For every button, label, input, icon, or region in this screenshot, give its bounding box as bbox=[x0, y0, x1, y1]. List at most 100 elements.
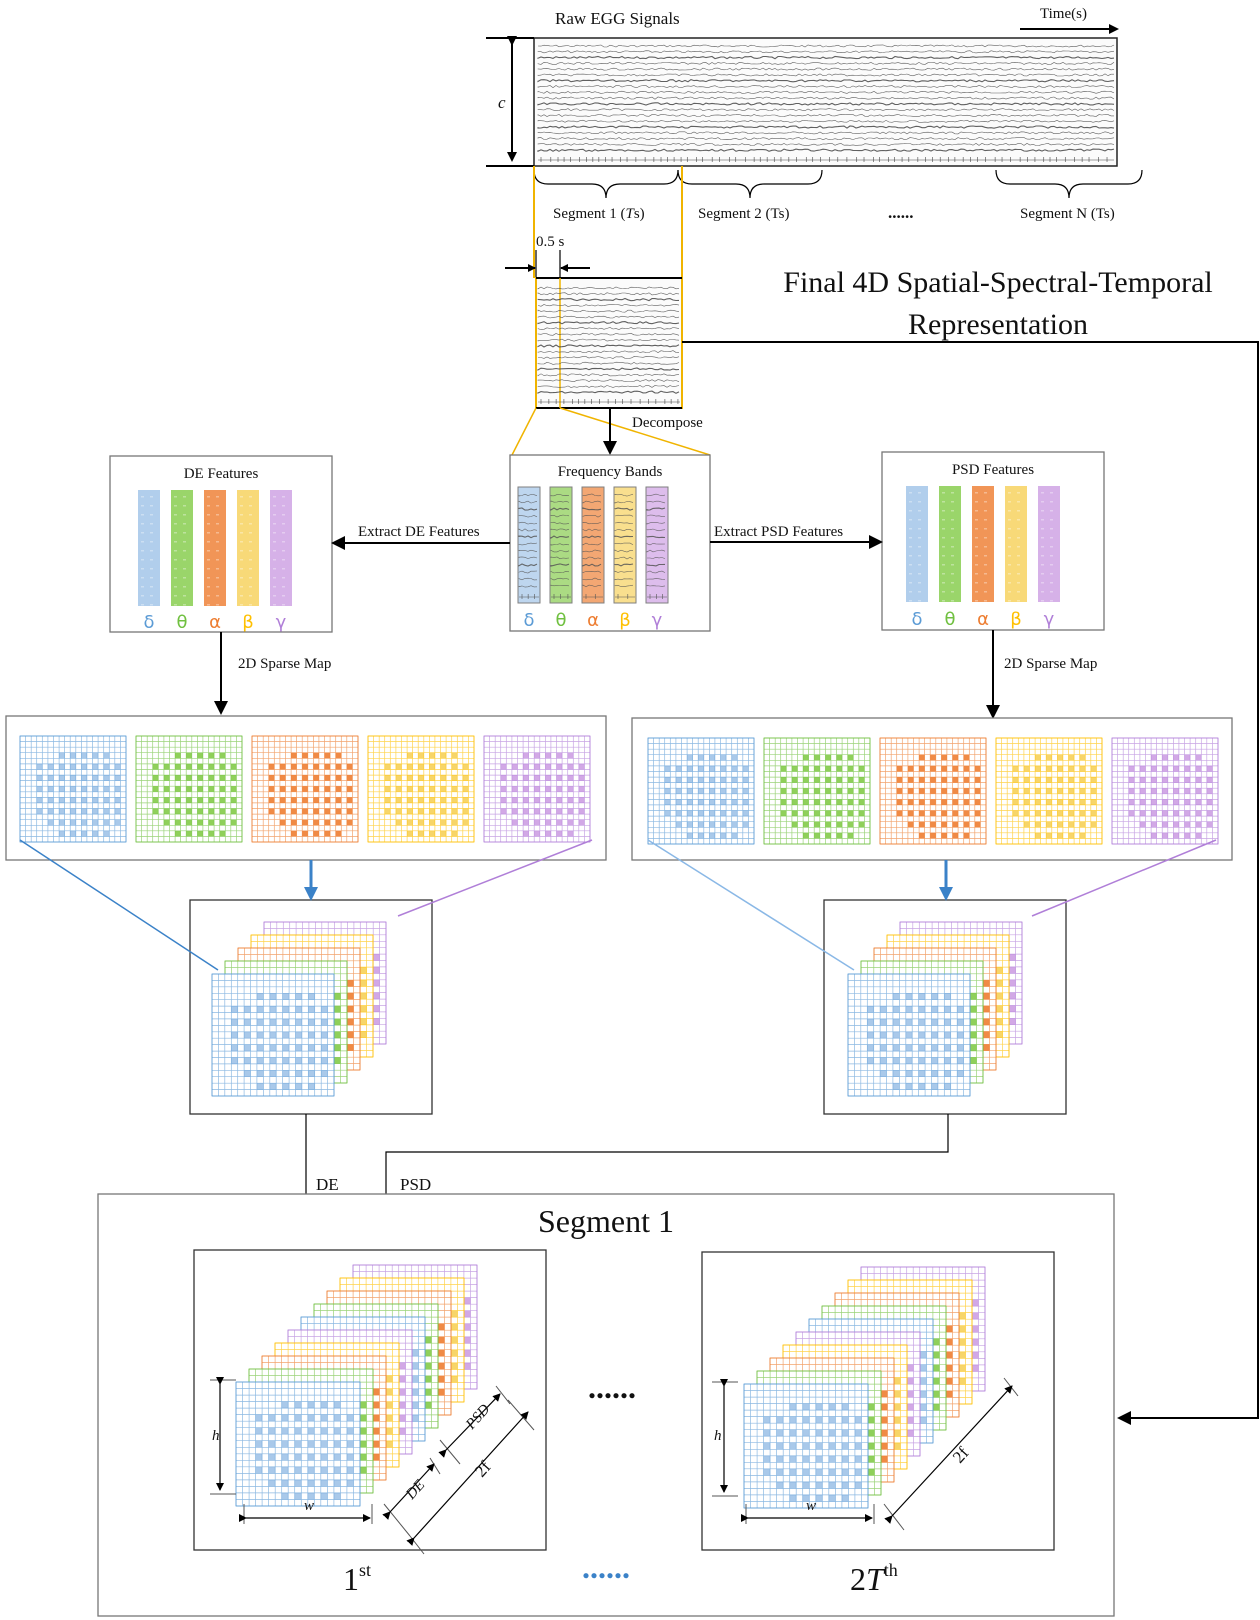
signal-trace bbox=[646, 563, 666, 567]
segment-2-brace bbox=[677, 169, 823, 199]
stacked-map-delta bbox=[743, 1383, 869, 1509]
final-title-line1: Final 4D Spatial-Spectral-Temporal bbox=[783, 266, 1212, 299]
signal-trace bbox=[614, 542, 634, 546]
signal-trace bbox=[518, 556, 538, 559]
signal-trace bbox=[614, 549, 634, 553]
band-symbol-beta: β bbox=[242, 612, 254, 633]
final-representation-arrow bbox=[682, 341, 1259, 1425]
segment-panel-title: Segment 1 bbox=[538, 1203, 674, 1239]
signal-trace bbox=[537, 304, 680, 307]
signal-trace bbox=[518, 521, 538, 525]
segment-window-plot bbox=[535, 277, 683, 409]
signal-trace bbox=[518, 528, 538, 532]
signal-trace bbox=[646, 543, 666, 546]
signal-trace bbox=[550, 570, 570, 574]
band-symbol-alpha: α bbox=[977, 609, 989, 630]
signal-trace bbox=[537, 119, 1115, 123]
first-width-label: w bbox=[304, 1498, 314, 1514]
band-symbol-delta: δ bbox=[143, 612, 154, 633]
signal-trace bbox=[614, 570, 634, 573]
last-sample-label: 2Tth bbox=[850, 1560, 898, 1597]
sparse-map-delta bbox=[19, 735, 127, 843]
de-sparse-map-label: 2D Sparse Map bbox=[238, 656, 331, 672]
signal-trace bbox=[646, 493, 666, 497]
signal-trace bbox=[550, 543, 570, 546]
signal-trace bbox=[582, 514, 602, 518]
signal-trace bbox=[537, 108, 1115, 112]
signal-trace bbox=[518, 585, 538, 588]
signal-trace bbox=[646, 522, 666, 525]
de-sparse-maps-panel bbox=[5, 715, 607, 861]
band-bar-alpha: α bbox=[581, 486, 605, 631]
signal-trace bbox=[537, 390, 680, 394]
band-symbol-gamma: γ bbox=[1044, 609, 1055, 630]
signal-trace bbox=[537, 55, 1115, 60]
signal-trace bbox=[537, 78, 1115, 83]
signal-trace bbox=[646, 549, 666, 553]
band-bar-alpha: α bbox=[204, 490, 226, 633]
sparse-map-alpha bbox=[251, 735, 359, 843]
de-features-title: DE Features bbox=[184, 466, 259, 482]
final-title-line2: Representation bbox=[908, 308, 1088, 341]
signal-trace bbox=[550, 500, 570, 503]
band-bar-theta: θ bbox=[171, 490, 193, 633]
psd-sparse-map-label: 2D Sparse Map bbox=[1004, 656, 1097, 672]
band-symbol-gamma: γ bbox=[652, 610, 663, 631]
window-size-label: 0.5 s bbox=[536, 234, 565, 250]
sparse-map-gamma bbox=[1111, 737, 1219, 845]
signal-trace bbox=[582, 584, 602, 588]
last-width-label: w bbox=[806, 1498, 816, 1514]
raw-signals-section: Raw EGG Signals Time(s) c Segment 1 (Ts)… bbox=[486, 6, 1143, 222]
last-height-label: h bbox=[714, 1428, 722, 1444]
signal-trace bbox=[518, 563, 538, 567]
signal-trace bbox=[537, 114, 1114, 117]
signal-trace bbox=[647, 556, 666, 559]
band-symbol-theta: θ bbox=[555, 610, 566, 631]
raw-signal-traces bbox=[537, 44, 1115, 162]
band-symbol-alpha: α bbox=[587, 610, 599, 631]
signal-trace bbox=[537, 67, 1115, 71]
signal-trace bbox=[537, 131, 1115, 135]
signal-trace bbox=[614, 563, 634, 567]
signal-trace bbox=[537, 309, 680, 313]
signal-trace bbox=[537, 315, 680, 319]
signal-trace bbox=[614, 507, 634, 511]
segment-n-brace bbox=[995, 169, 1143, 199]
segments-ellipsis: ...... bbox=[888, 203, 914, 222]
signal-trace bbox=[537, 373, 680, 377]
signal-trace bbox=[518, 542, 538, 546]
signal-trace bbox=[646, 570, 666, 574]
signal-trace bbox=[518, 549, 538, 552]
signal-trace bbox=[550, 563, 570, 567]
signal-trace bbox=[582, 493, 602, 497]
signal-trace bbox=[550, 507, 570, 511]
band-bar-theta: θ bbox=[939, 486, 961, 630]
signal-trace bbox=[537, 350, 680, 354]
psd-merge-label: PSD bbox=[400, 1175, 431, 1194]
signal-trace bbox=[518, 493, 538, 497]
signal-trace bbox=[550, 549, 570, 553]
raw-signals-title: Raw EGG Signals bbox=[555, 9, 680, 28]
signal-trace bbox=[646, 514, 666, 517]
signal-trace bbox=[582, 535, 602, 539]
signal-trace bbox=[537, 90, 1115, 94]
signal-trace bbox=[582, 549, 602, 553]
signal-trace bbox=[646, 578, 666, 580]
signal-trace bbox=[537, 44, 1115, 48]
signal-trace bbox=[646, 500, 666, 504]
signal-trace bbox=[582, 556, 602, 560]
signal-trace bbox=[537, 125, 1115, 129]
sparse-map-alpha bbox=[879, 737, 987, 845]
samples-ellipsis: ...... bbox=[588, 1369, 636, 1405]
band-symbol-theta: θ bbox=[176, 612, 187, 633]
de-merge-label: DE bbox=[316, 1175, 339, 1194]
band-bar-delta: δ bbox=[138, 490, 160, 633]
sparse-map-beta bbox=[367, 735, 475, 843]
segment-window-section: 0.5 s Decompose bbox=[505, 166, 711, 456]
signal-trace bbox=[550, 584, 570, 587]
sparse-map-delta bbox=[647, 737, 755, 845]
